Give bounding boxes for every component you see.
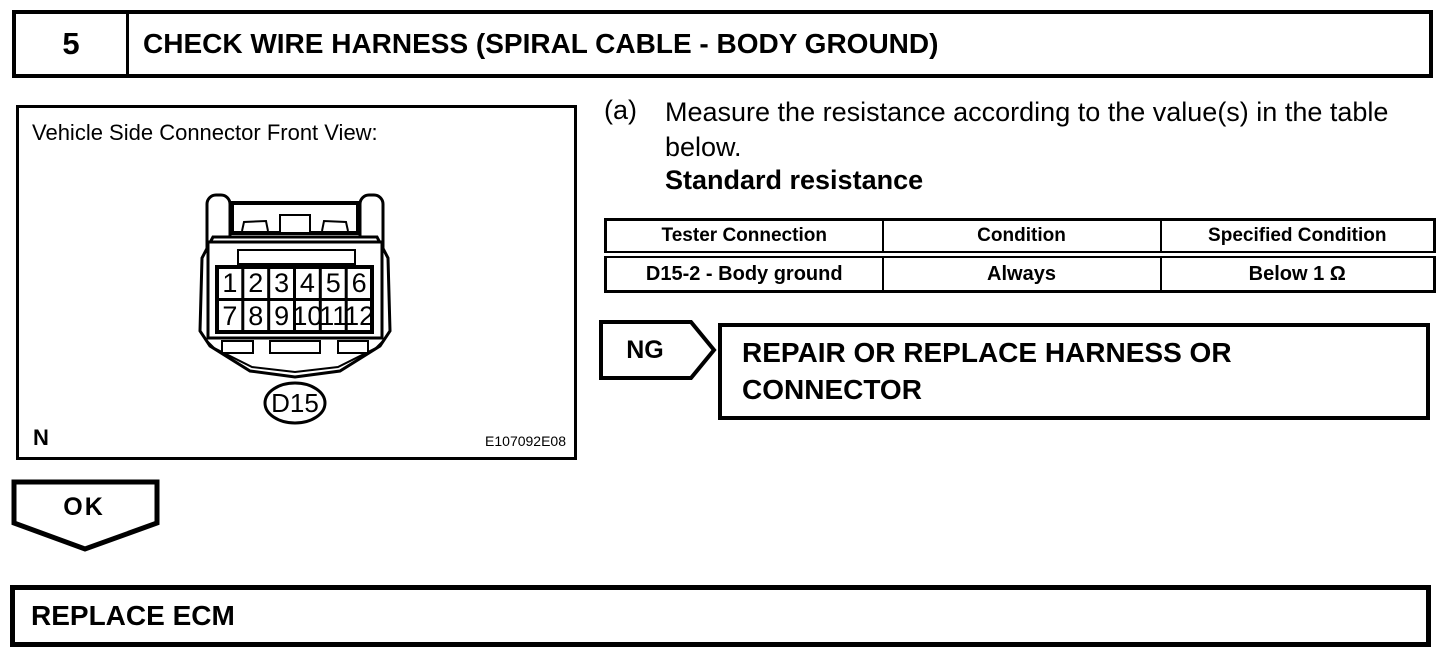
connector-chin-slot (222, 341, 253, 353)
ok-label: OK (63, 493, 105, 521)
connector-chin-slot (270, 341, 320, 353)
table-header-tester-connection: Tester Connection (604, 218, 884, 258)
standard-resistance-heading: Standard resistance (665, 165, 924, 195)
pin-number: 4 (300, 268, 315, 298)
orientation-note: N (33, 425, 49, 450)
pin-number: 5 (326, 268, 341, 298)
pin-number: 2 (248, 268, 263, 298)
step-title: CHECK WIRE HARNESS (SPIRAL CABLE - BODY … (143, 28, 939, 59)
ng-action-text: REPAIR OR REPLACE HARNESS OR CONNECTOR (742, 337, 1232, 405)
connector-id-ellipse (265, 383, 325, 423)
pin-grid (217, 267, 372, 332)
ok-arrow-icon (11, 479, 160, 552)
step-number: 5 (16, 14, 129, 74)
replace-ecm-box: REPLACE ECM (10, 585, 1431, 647)
connector-chin-slot (338, 341, 368, 353)
figure-caption: Vehicle Side Connector Front View: (32, 120, 378, 145)
replace-ecm-text: REPLACE ECM (31, 600, 235, 631)
connector-id-label: D15 (271, 388, 319, 418)
connector-notch-left (242, 221, 268, 231)
instruction-text: Measure the resistance according to the … (665, 97, 1389, 162)
connector-diagram-icon: 1 2 3 4 5 6 7 8 9 10 11 12 D15 (19, 108, 574, 457)
table-header-condition: Condition (881, 218, 1162, 258)
table-header-row: Tester Connection Condition Specified Co… (604, 218, 1436, 258)
pin-number: 8 (248, 301, 263, 331)
table-cell-tester-connection: D15-2 - Body ground (604, 253, 884, 293)
pin-number: 1 (222, 268, 237, 298)
pin-number: 6 (352, 268, 367, 298)
table-header-specified-condition: Specified Condition (1159, 218, 1436, 258)
ng-label: NG (626, 336, 664, 364)
table-row: D15-2 - Body ground Always Below 1 Ω (604, 253, 1436, 293)
ng-action-box: REPAIR OR REPLACE HARNESS OR CONNECTOR (718, 323, 1430, 420)
connector-top-slot (238, 250, 355, 264)
connector-notch-right (322, 221, 348, 231)
connector-chin-line (206, 340, 384, 372)
connector-figure: 1 2 3 4 5 6 7 8 9 10 11 12 D15 Vehicle S… (16, 105, 577, 460)
ng-arrow-icon (599, 320, 717, 380)
pin-number: 11 (319, 301, 347, 331)
pin-number: 9 (274, 301, 289, 331)
pin-number: 3 (274, 268, 289, 298)
resistance-spec-table: Tester Connection Condition Specified Co… (604, 218, 1436, 293)
pin-number: 12 (344, 301, 374, 331)
pin-number: 7 (222, 301, 237, 331)
connector-top-tab (280, 215, 310, 233)
instruction-marker: (a) (604, 95, 637, 125)
pin-number: 10 (292, 301, 322, 331)
table-cell-specified-condition: Below 1 Ω (1159, 253, 1436, 293)
table-cell-condition: Always (881, 253, 1162, 293)
step-header: 5 CHECK WIRE HARNESS (SPIRAL CABLE - BOD… (12, 10, 1433, 78)
figure-code: E107092E08 (485, 433, 566, 449)
